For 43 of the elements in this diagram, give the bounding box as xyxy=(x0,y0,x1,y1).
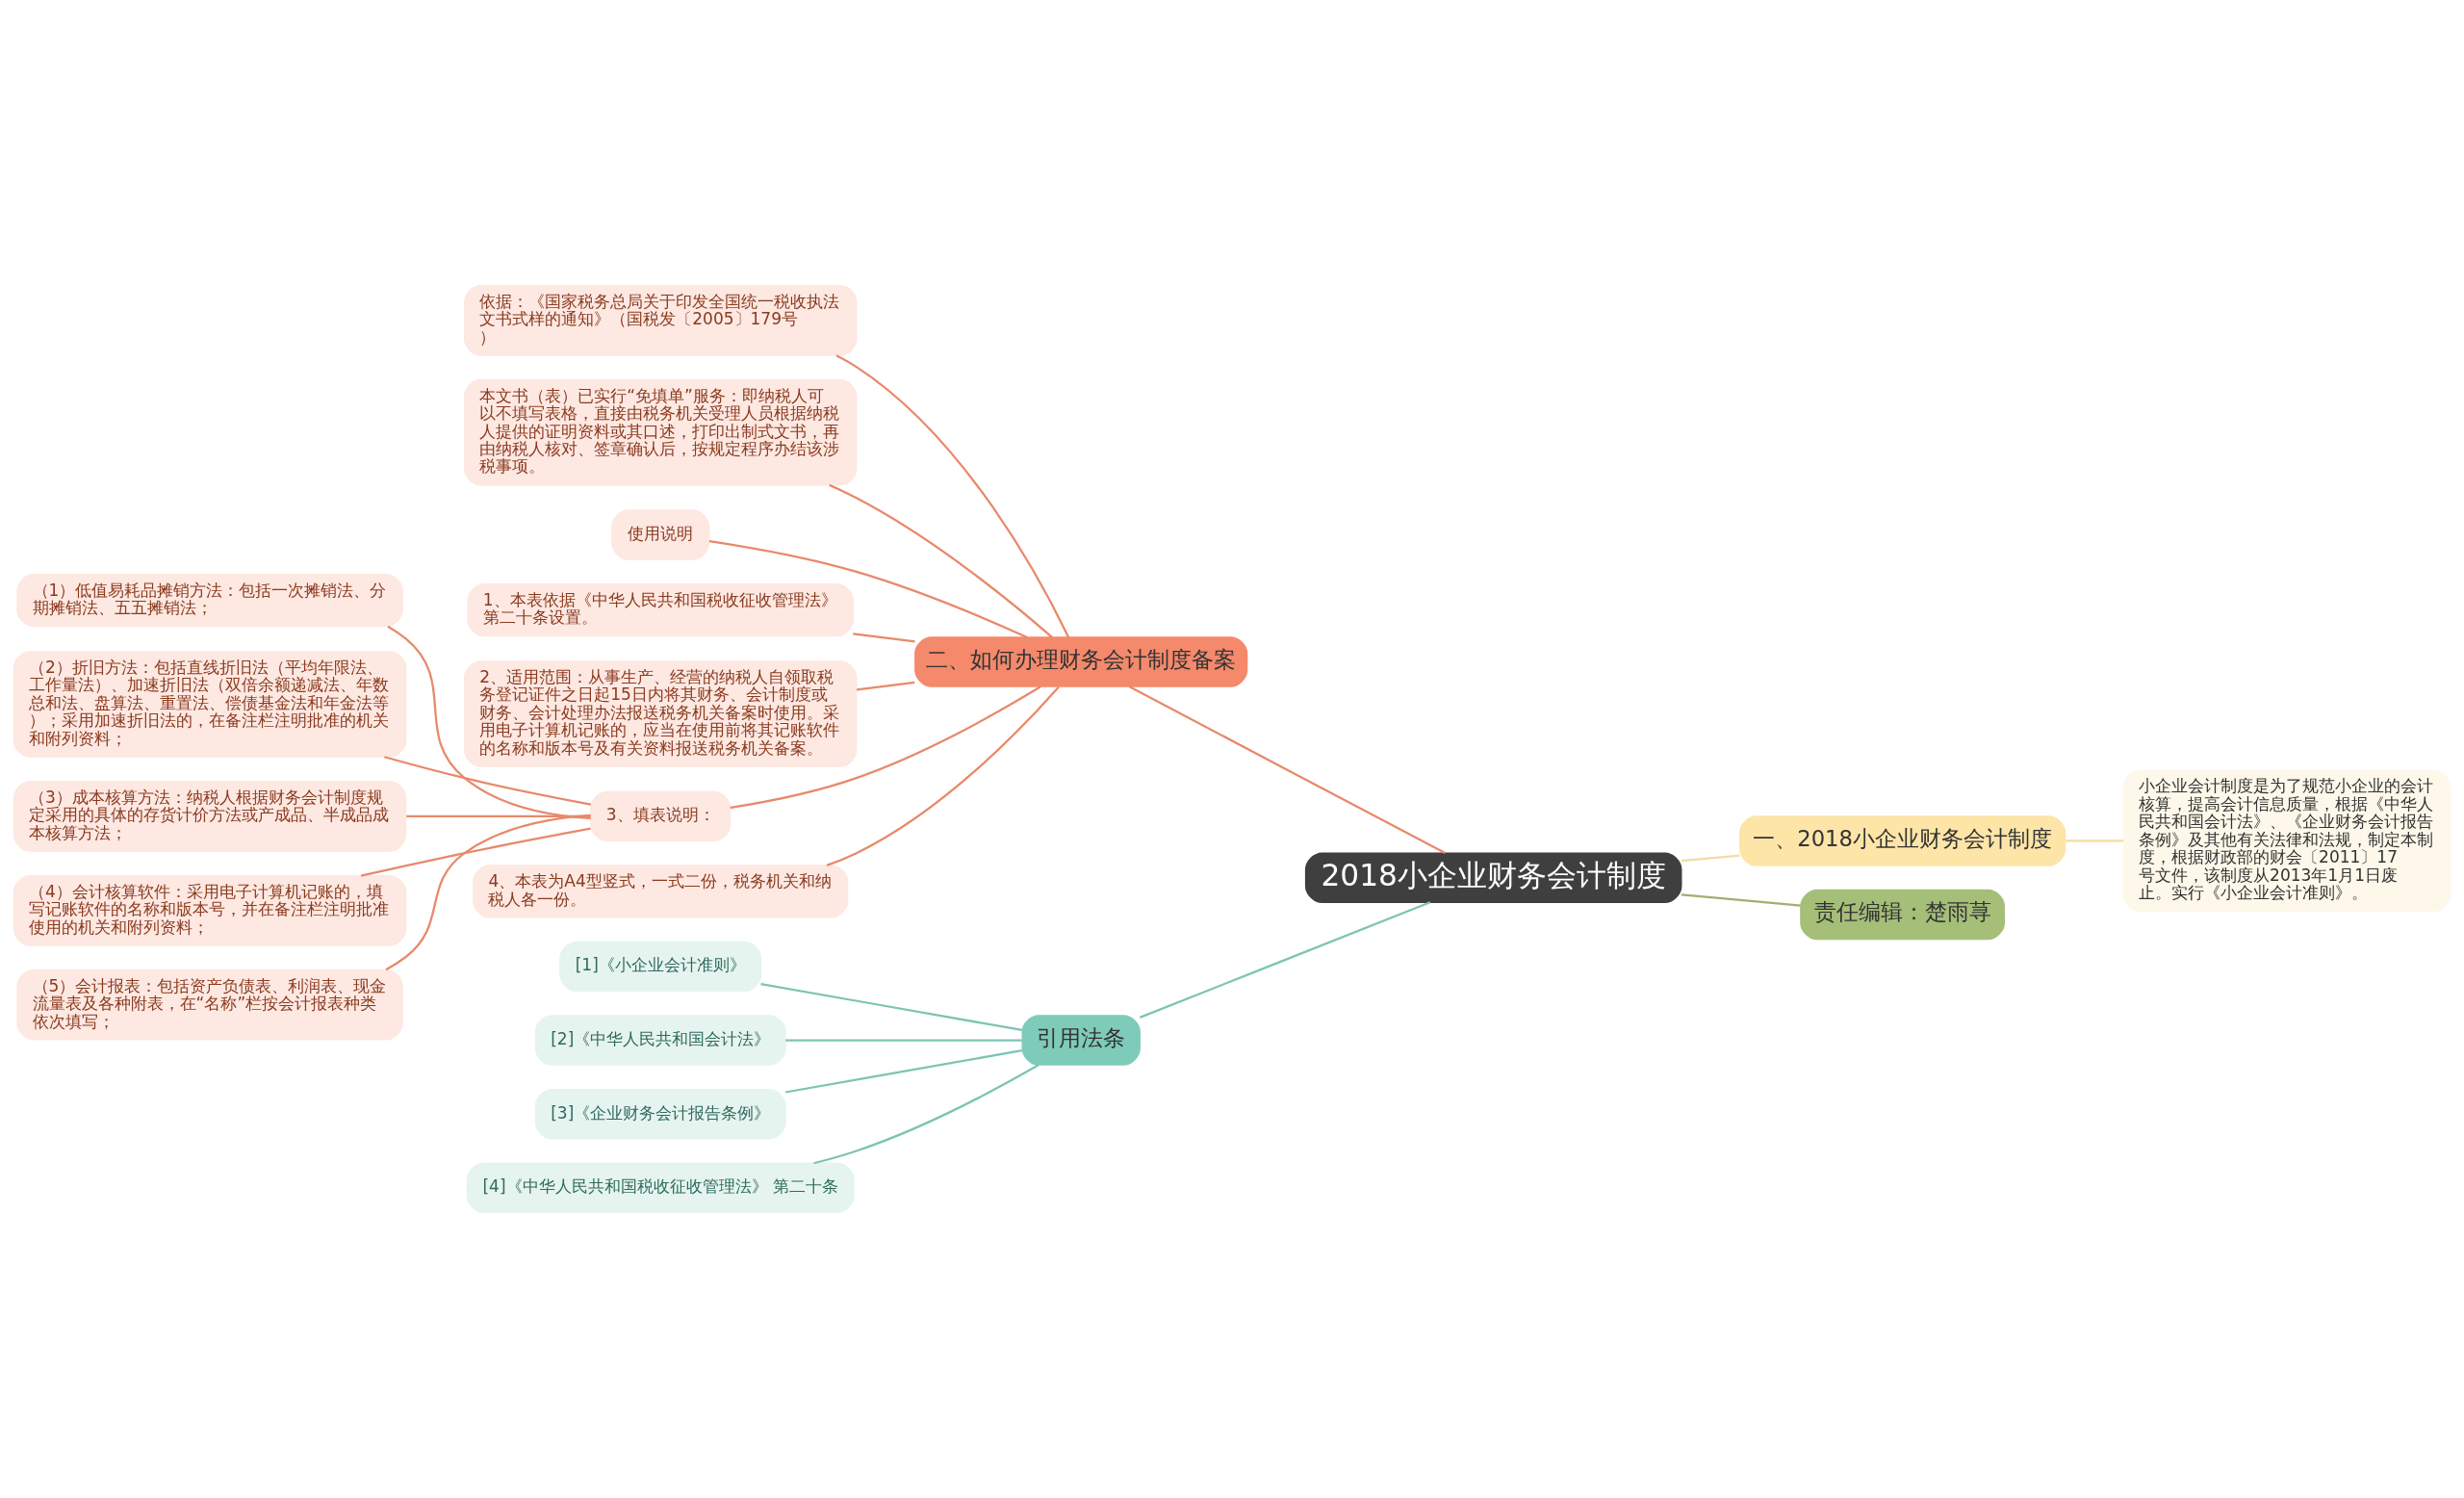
connector xyxy=(360,827,591,877)
connector xyxy=(853,633,915,643)
node-box: 2、适用范围：从事生产、经营的纳税人自领取税务登记证件之日起15日内将其财务、会计制度或财务、会计处理办法报送税务机关备案时使用。采用电子计算机记账的，应当在使用前将其记账软件的名称和版本号及有关资料报送税务机关备案。 xyxy=(463,660,858,767)
connector xyxy=(384,756,592,806)
connector xyxy=(387,625,591,820)
node-box: 引用法条 xyxy=(1021,1015,1141,1066)
node-box: [3]《企业财务会计报告条例》 xyxy=(534,1088,786,1140)
node-box: [4]《中华人民共和国税收征收管理法》 第二十条 xyxy=(466,1162,855,1214)
connector xyxy=(406,814,591,817)
connector xyxy=(785,1039,1022,1042)
node-box: 4、本表为A4型竖式，一式二份，税务机关和纳税人各一份。 xyxy=(473,865,849,918)
connector xyxy=(813,1064,1040,1165)
connector xyxy=(1128,685,1446,854)
node-box: 小企业会计制度是为了规范小企业的会计核算，提高会计信息质量，根据《中华人民共和国会计法》、《企业财务会计报告条例》及其他有关法律和法规，制定本制度，根据财政部的财会〔2011〕17号文件，该制度从2013年1月1日废止。实行《小企业会计准则》。 xyxy=(2122,769,2451,913)
connector xyxy=(856,681,915,691)
node-box: [1]《小企业会计准则》 xyxy=(559,941,762,993)
node-box: 3、填表说明： xyxy=(590,790,732,842)
connector xyxy=(760,983,1022,1032)
connector xyxy=(829,483,1053,638)
node-box: 责任编辑：楚雨荨 xyxy=(1800,889,2006,941)
connector xyxy=(708,540,1028,638)
node-box: 1、本表依据《中华人民共和国税收征收管理法》第二十条设置。 xyxy=(467,582,854,637)
node-box: （3）成本核算方法：纳税人根据财务会计制度规定采用的具体的存货计价方法或产成品、半成品成本核算方法； xyxy=(13,781,407,852)
connector xyxy=(826,685,1060,866)
node-box: [2]《中华人民共和国会计法》 xyxy=(534,1015,786,1066)
connector xyxy=(730,685,1041,810)
connector xyxy=(835,354,1070,638)
node-box: 使用说明 xyxy=(611,509,710,560)
node-box: 二、如何办理财务会计制度备案 xyxy=(914,636,1248,687)
connector xyxy=(1681,854,1740,863)
node-box: 一、2018小企业财务会计制度 xyxy=(1739,815,2066,866)
connector xyxy=(2065,839,2124,842)
node-box: 2018小企业财务会计制度 xyxy=(1304,852,1682,903)
node-box: （1）低值易耗品摊销方法：包括一次摊销法、分期摊销法、五五摊销法； xyxy=(16,574,403,628)
connector xyxy=(1681,893,1801,907)
node-box: 依据：《国家税务总局关于印发全国统一税收执法文书式样的通知》（国税发〔2005〕179号） xyxy=(463,284,858,356)
node-box: （4）会计核算软件：采用电子计算机记账的，填写记账软件的名称和版本号，并在备注栏注明批准使用的机关和附列资料； xyxy=(13,874,407,946)
node-box: 本文书（表）已实行“免填单”服务：即纳税人可以不填写表格，直接由税务机关受理人员根据纳税人提供的证明资料或其口述，打印出制式文书，再由纳税人核对、签章确认后，按规定程序办结该涉税事项。 xyxy=(463,378,858,486)
node-box: （5）会计报表：包括资产负债表、利润表、现金流量表及各种附表，在“名称”栏按会计报表种类依次填写； xyxy=(16,969,403,1041)
node-box: （2）折旧方法：包括直线折旧法（平均年限法、工作量法）、加速折旧法（双倍余额递减法、年数总和法、盘算法、重置法、偿债基金法和年金法等）；采用加速折旧法的，在备注栏注明批准的机关和附列资料； xyxy=(13,651,407,758)
connector xyxy=(385,814,591,971)
connector xyxy=(784,1049,1022,1094)
connector xyxy=(1139,901,1431,1019)
